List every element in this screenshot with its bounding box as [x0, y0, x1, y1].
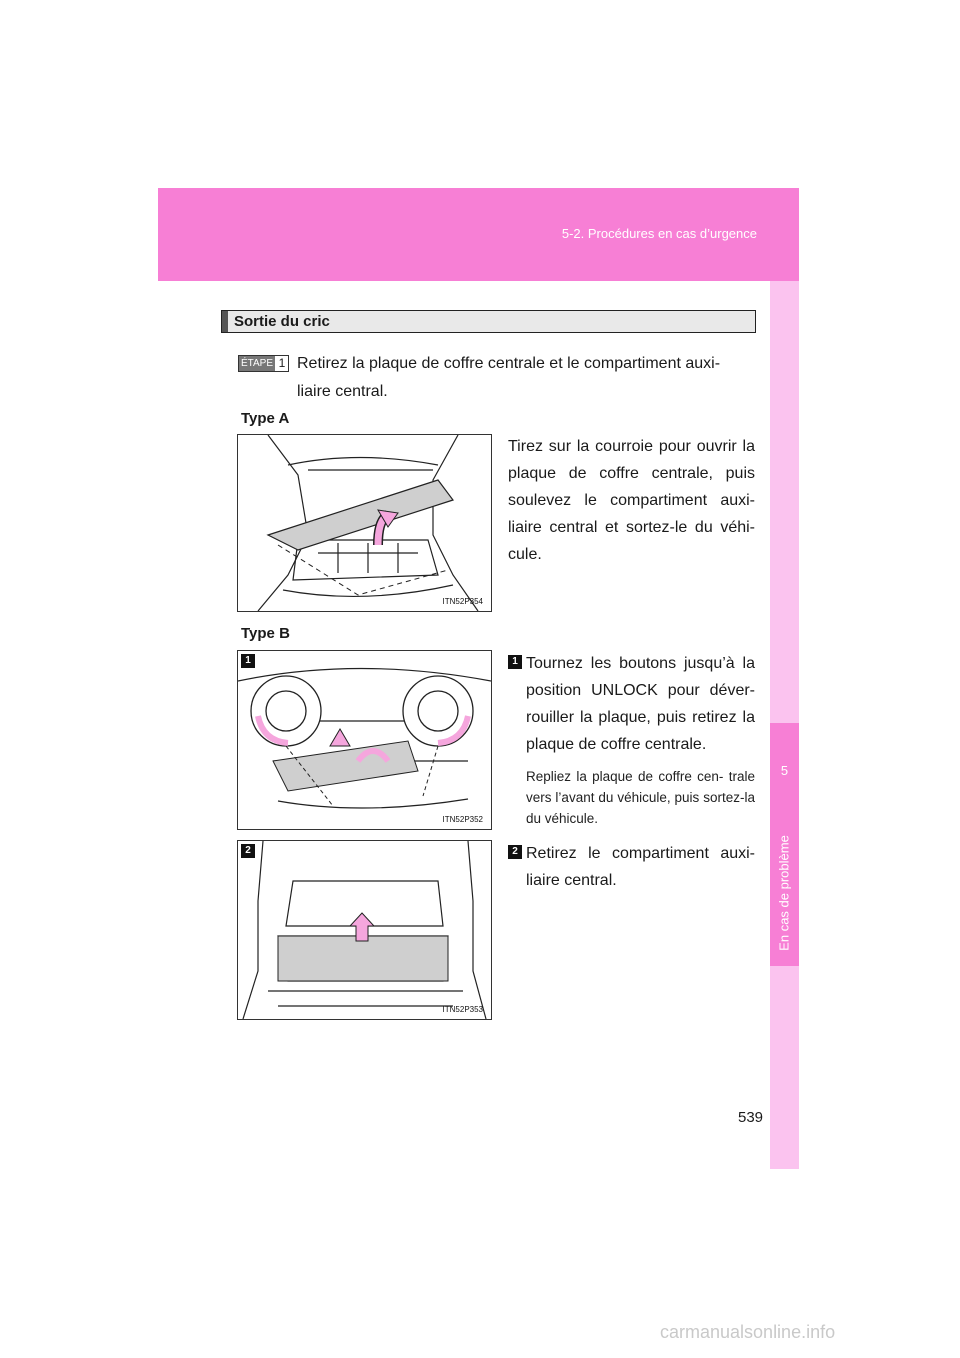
type-a-text: Tirez sur la courroie pour ouvrir la pla…	[508, 438, 755, 563]
knob-illustration	[238, 667, 491, 809]
type-a-label: Type A	[241, 410, 290, 427]
figure-marker-1: 1	[241, 654, 255, 668]
type-b-item2-text: Retirez le compartiment auxi- liaire cen…	[526, 845, 755, 889]
figure-code: ITN52P353	[442, 1005, 483, 1014]
figure-type-a: ITN52P354	[237, 434, 492, 612]
step-number: 1	[278, 356, 286, 370]
type-b-item1-note: Repliez la plaque de coffre cen- trale v…	[526, 769, 755, 826]
step-text-line2: liaire central.	[297, 383, 388, 400]
section-heading: 5-2. Procédures en cas d’urgence	[561, 226, 757, 241]
type-b-label: Type B	[241, 625, 290, 642]
figure-code: ITN52P352	[442, 815, 483, 824]
trunk-illustration-a	[257, 435, 479, 611]
item-marker-2: 2	[508, 845, 522, 859]
step-badge: ÉTAPE 1	[238, 355, 289, 372]
page-number: 539	[738, 1109, 764, 1126]
step-label: ÉTAPE	[239, 356, 275, 371]
title-bar	[222, 311, 228, 332]
chapter-label: En cas de problème	[776, 835, 792, 951]
header-band: 5-2. Procédures en cas d’urgence	[158, 188, 799, 281]
section-title: Sortie du cric	[221, 310, 756, 333]
figure-type-b-2: 2 ITN52P353	[237, 840, 492, 1020]
figure-marker-2: 2	[241, 844, 255, 858]
type-b-item1-text: Tournez les boutons jusqu’à la position …	[526, 655, 755, 753]
title-text: Sortie du cric	[234, 313, 330, 330]
chapter-number: 5	[780, 763, 789, 778]
item-marker-1: 1	[508, 655, 522, 669]
compartment-illustration	[242, 841, 487, 1019]
chapter-tab: 5 En cas de problème	[770, 723, 799, 966]
figure-code: ITN52P354	[442, 597, 483, 606]
step-text-line1: Retirez la plaque de coffre centrale et …	[297, 355, 721, 372]
figure-type-b-1: 1 ITN52P352	[237, 650, 492, 830]
watermark: carmanualsonline.info	[660, 1322, 836, 1342]
